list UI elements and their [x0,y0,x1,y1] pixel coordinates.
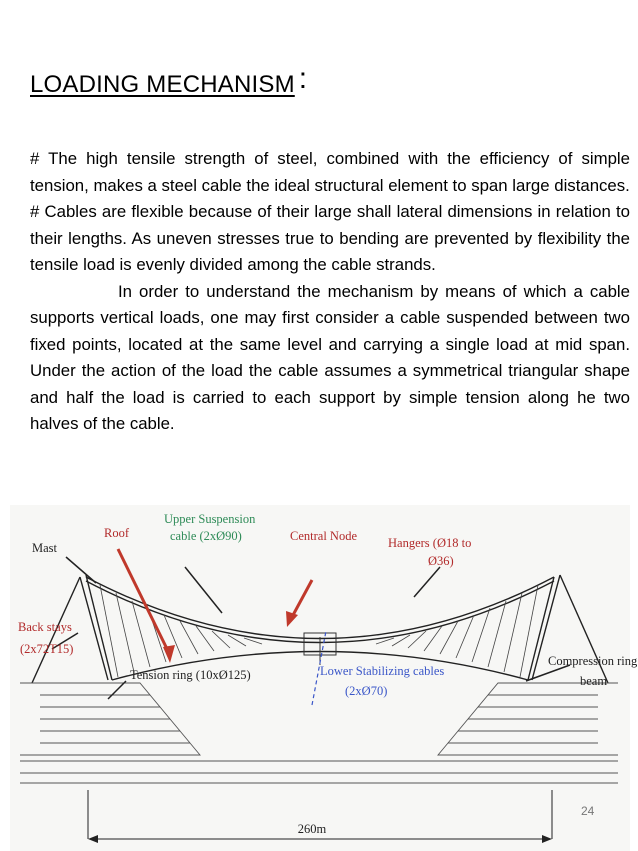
page-title: LOADING MECHANISM: [30,62,307,100]
label-hangers-2: Ø36) [428,554,454,568]
label-compression-ring-1: Compression ring [548,654,638,668]
label-tension-ring: Tension ring (10xØ125) [130,668,251,682]
title-text: LOADING MECHANISM [30,71,295,98]
label-lower-stabilizing-1: Lower Stabilizing cables [320,664,444,678]
page-number: 24 [581,804,595,818]
label-mast: Mast [32,541,58,555]
paragraph-2: # Cables are flexible because of their l… [30,202,630,274]
label-hangers-1: Hangers (Ø18 to [388,536,471,550]
cable-roof-diagram: Mast Roof Upper Suspension cable (2xØ90)… [10,505,638,851]
label-back-stays-2: (2x72T15) [20,642,73,656]
paragraph-1: # The high tensile strength of steel, co… [30,149,630,195]
label-roof: Roof [104,526,130,540]
paragraph-3: In order to understand the mechanism by … [30,281,630,434]
body-text: # The high tensile strength of steel, co… [30,146,630,438]
label-lower-stabilizing-2: (2xØ70) [345,684,387,698]
label-upper-suspension-1: Upper Suspension [164,512,256,526]
label-central-node: Central Node [290,529,357,543]
label-upper-suspension-2: cable (2xØ90) [170,529,242,543]
label-compression-ring-2: beam [580,674,607,688]
label-span: 260m [298,822,327,836]
label-back-stays-1: Back stays [18,620,72,634]
title-colon: : [298,62,308,95]
